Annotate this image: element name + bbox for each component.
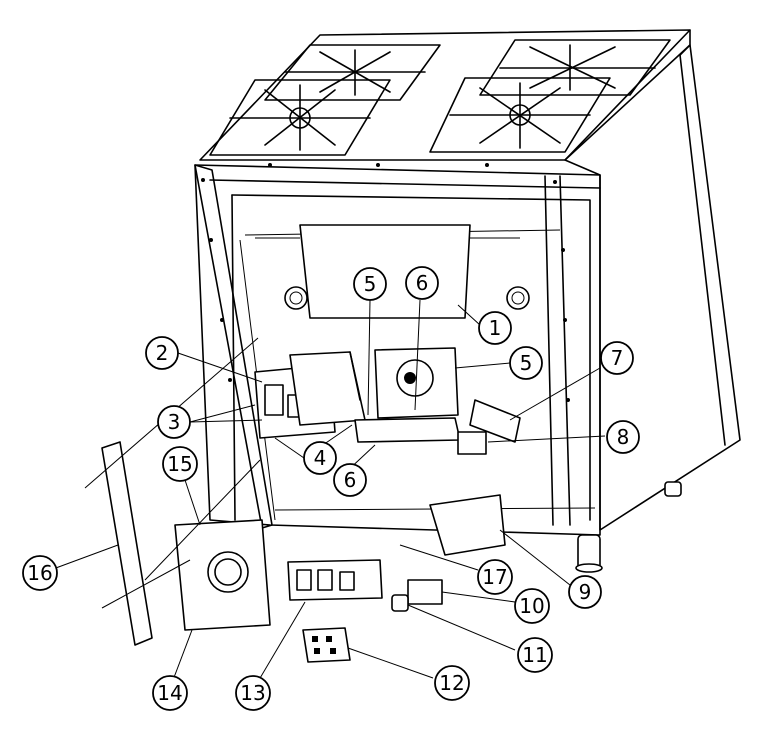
thermostat-bracket	[469, 399, 521, 443]
callout-13: 13	[235, 675, 271, 711]
control-box-left	[289, 351, 366, 426]
callout-3: 3	[157, 405, 191, 439]
callout-16: 16	[22, 555, 58, 591]
grate-back-left	[264, 44, 441, 101]
callout-5a: 5	[353, 267, 387, 301]
callout-label-8: 8	[617, 425, 630, 449]
callout-10: 10	[514, 588, 550, 624]
callout-label-6a: 6	[416, 271, 429, 295]
burner-grates	[209, 39, 671, 156]
callout-label-11: 11	[522, 643, 547, 667]
callout-label-16: 16	[27, 561, 52, 585]
spark-ignition-switch	[391, 594, 409, 612]
terminal-strip	[302, 627, 351, 663]
callout-label-5b: 5	[520, 351, 533, 375]
callout-label-10: 10	[519, 594, 544, 618]
callout-label-5a: 5	[364, 272, 377, 296]
switch-block	[287, 559, 383, 601]
callout-4: 4	[303, 441, 337, 475]
callout-label-2: 2	[156, 341, 169, 365]
callout-label-17: 17	[482, 565, 507, 589]
callout-label-4: 4	[314, 446, 327, 470]
callout-2: 2	[145, 336, 179, 370]
callout-17: 17	[477, 559, 513, 595]
callout-6b: 6	[333, 463, 367, 497]
grate-front-left	[209, 79, 391, 156]
trim-strip	[101, 441, 153, 646]
callout-12: 12	[434, 665, 470, 701]
pressure-regulator	[407, 579, 443, 605]
grate-back-right	[479, 39, 671, 96]
callout-7: 7	[600, 341, 634, 375]
callout-label-3: 3	[168, 410, 181, 434]
terminal-bracket	[429, 494, 506, 556]
mount-bracket	[354, 417, 461, 443]
callout-9: 9	[568, 575, 602, 609]
range-cabinet	[194, 29, 741, 573]
callout-6a: 6	[405, 266, 439, 300]
callout-label-7: 7	[611, 346, 624, 370]
callout-label-15: 15	[167, 452, 192, 476]
callout-label-13: 13	[240, 681, 265, 705]
callout-14: 14	[152, 675, 188, 711]
junction-box	[457, 431, 487, 455]
callout-label-6b: 6	[344, 468, 357, 492]
burner-valves	[284, 286, 530, 310]
callout-label-9: 9	[579, 580, 592, 604]
callout-11: 11	[517, 637, 553, 673]
callout-label-12: 12	[439, 671, 464, 695]
callout-label-14: 14	[157, 681, 182, 705]
grate-front-right	[429, 77, 611, 153]
callout-8: 8	[606, 420, 640, 454]
lower-front-panel	[174, 519, 271, 631]
callout-15: 15	[162, 446, 198, 482]
callout-5b: 5	[509, 346, 543, 380]
callout-label-1: 1	[489, 316, 502, 340]
callout-1: 1	[478, 311, 512, 345]
